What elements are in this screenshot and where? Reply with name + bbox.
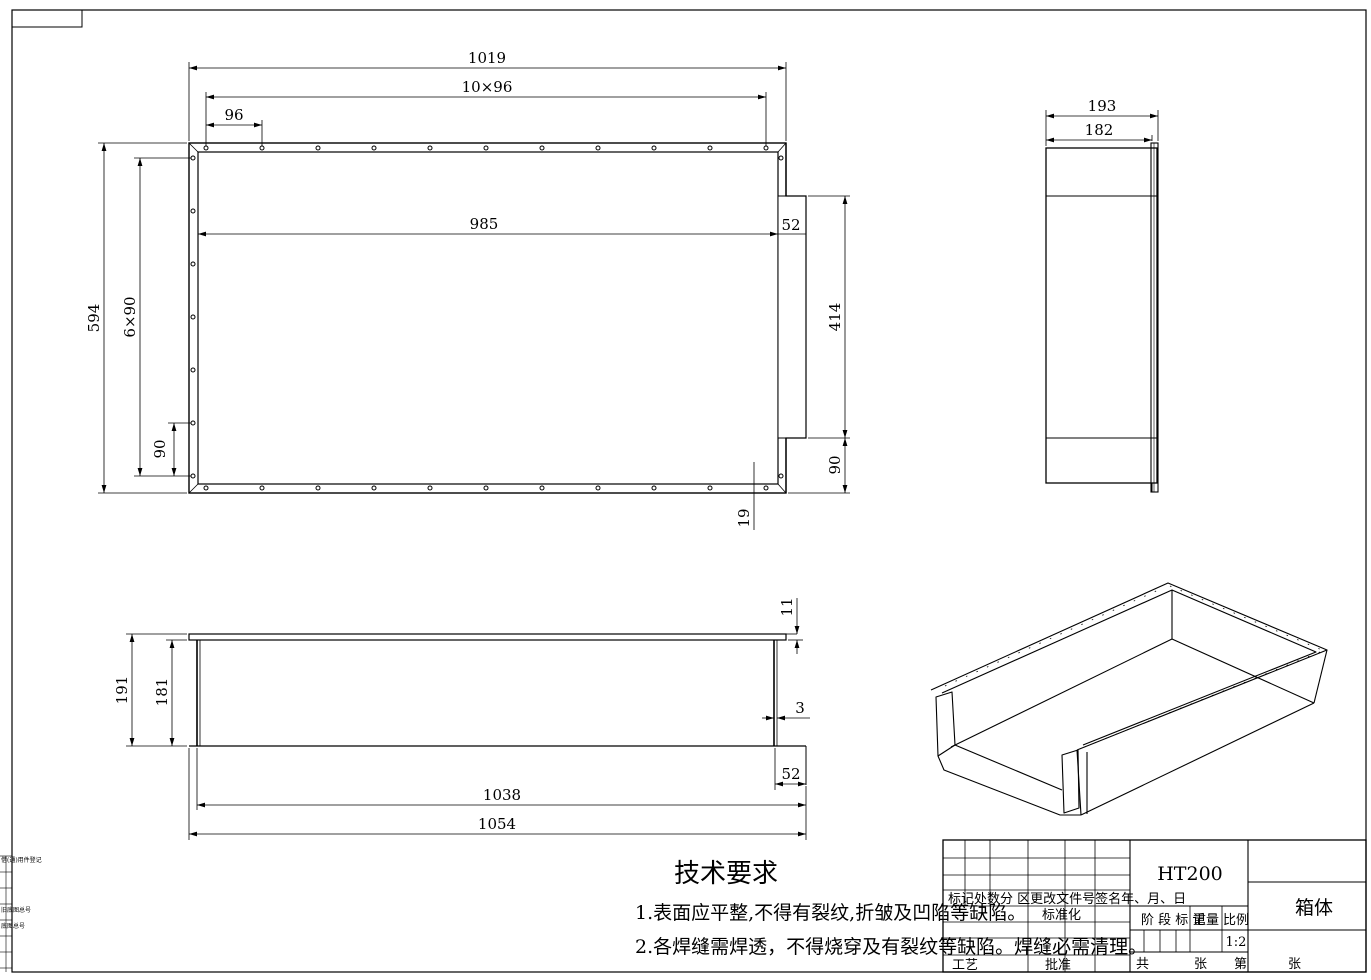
title-sheets-2: 张 bbox=[1288, 957, 1301, 972]
dim-front-11: 11 bbox=[778, 597, 796, 616]
dim-inner-width: 985 bbox=[470, 215, 499, 233]
top-view bbox=[188, 142, 807, 494]
dim-flange-52-top: 52 bbox=[781, 216, 800, 234]
bolt-holes-right-ends bbox=[778, 155, 784, 479]
title-row-header: 标记处数分 区更改文件号签名年、月、日 bbox=[948, 891, 1186, 907]
isometric-view bbox=[930, 582, 1328, 816]
title-sheet-no: 第 bbox=[1234, 957, 1247, 972]
dim-front-3: 3 bbox=[795, 699, 805, 717]
title-stage: 阶 段 标 记 bbox=[1141, 913, 1205, 928]
dim-front-1054: 1054 bbox=[478, 815, 516, 833]
dim-front-181: 181 bbox=[153, 678, 171, 707]
front-view-dimensions bbox=[126, 598, 810, 840]
requirement-item-1: 1.表面应平整,不得有裂纹,折皱及凹陷等缺陷。 bbox=[635, 902, 1026, 924]
title-part-name: 箱体 bbox=[1295, 897, 1333, 919]
dim-vertical-span: 6×90 bbox=[121, 296, 139, 337]
title-scale: 1:2 bbox=[1226, 935, 1247, 950]
title-block bbox=[942, 839, 1367, 973]
drawing-frame bbox=[11, 9, 1367, 973]
dim-front-191: 191 bbox=[113, 676, 131, 705]
dim-opening-offset: 90 bbox=[826, 455, 844, 474]
title-process: 工艺 bbox=[952, 958, 978, 973]
title-standardize: 标准化 bbox=[1042, 908, 1081, 923]
margin-label-b: 旧底图总号 bbox=[1, 906, 31, 914]
dim-hole-span: 10×96 bbox=[462, 78, 513, 96]
side-view bbox=[1045, 142, 1159, 493]
dim-side-193: 193 bbox=[1088, 97, 1117, 115]
title-material: HT200 bbox=[1157, 863, 1223, 885]
bolt-holes-left-column bbox=[190, 155, 196, 479]
title-total: 共 bbox=[1136, 957, 1149, 972]
dim-opening-height: 414 bbox=[826, 303, 844, 332]
title-sheets: 张 bbox=[1194, 957, 1207, 972]
dim-overall-height: 594 bbox=[85, 304, 103, 333]
title-approve: 批准 bbox=[1045, 958, 1071, 973]
margin-label-a: 借(通)用件登记 bbox=[1, 856, 42, 864]
requirements-title: 技术要求 bbox=[674, 859, 778, 889]
dim-front-52: 52 bbox=[781, 765, 800, 783]
title-scale-label: 比例 bbox=[1223, 913, 1249, 928]
front-view bbox=[188, 633, 807, 785]
isometric-bolt-holes bbox=[944, 585, 1323, 749]
title-weight: 重量 bbox=[1193, 912, 1219, 928]
margin-table bbox=[0, 855, 12, 972]
dim-hole-pitch: 96 bbox=[224, 106, 243, 124]
margin-label-c: 底图总号 bbox=[1, 922, 25, 930]
requirement-item-2: 2.各焊缝需焊透，不得烧穿及有裂纹等缺陷。焊缝必需清理。 bbox=[635, 936, 1147, 958]
top-view-dimensions bbox=[98, 62, 850, 530]
dim-flange-19: 19 bbox=[735, 508, 753, 527]
dim-front-1038: 1038 bbox=[483, 786, 521, 804]
dim-overall-width: 1019 bbox=[468, 49, 506, 67]
dim-side-182: 182 bbox=[1085, 121, 1114, 139]
side-view-dimensions bbox=[1045, 110, 1159, 146]
dim-hole-offset-left: 90 bbox=[151, 439, 169, 458]
bolt-holes-top-row bbox=[203, 145, 769, 151]
bolt-holes-bottom-row bbox=[203, 485, 769, 491]
